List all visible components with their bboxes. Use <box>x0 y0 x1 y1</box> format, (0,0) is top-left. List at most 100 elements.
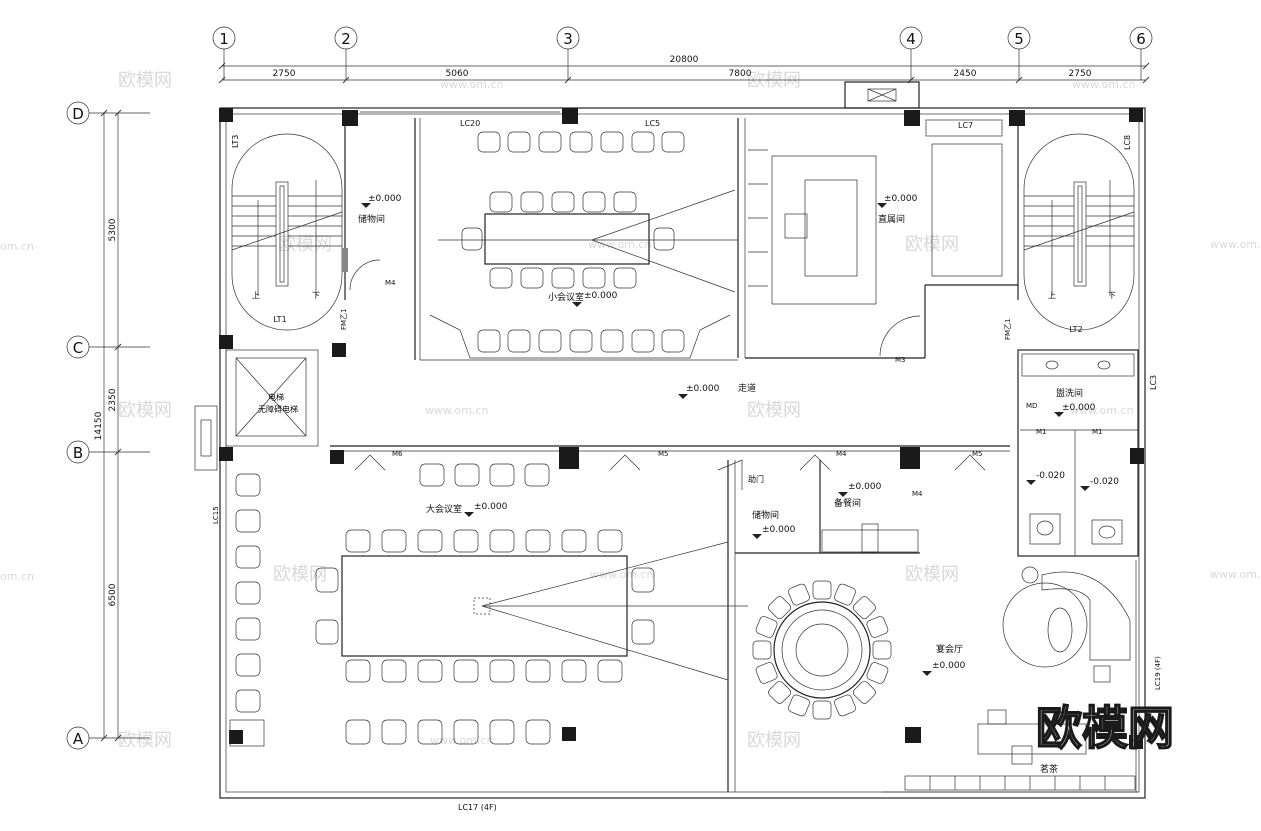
grid-column-4: 4 <box>899 26 923 80</box>
dimension-segment: 5300 <box>108 218 118 241</box>
banquet-chair <box>755 616 778 638</box>
room-name: 储物间 <box>358 213 385 225</box>
banquet-chair <box>852 680 876 704</box>
banquet-chair <box>788 583 810 606</box>
level-mark: ±0.000 <box>884 194 918 204</box>
round-table <box>773 601 871 699</box>
dimension-segment: 6500 <box>108 583 118 606</box>
elevator: 电梯 无障碍电梯 <box>194 357 307 471</box>
door-tag: M4 <box>836 450 847 458</box>
grid-label: A <box>73 730 84 748</box>
office-room: ±0.000 直属间 LC7 M3 <box>748 119 1003 364</box>
watermark-url: www.om.cn <box>440 78 503 91</box>
level-mark: ±0.000 <box>762 525 796 535</box>
watermark-url: www.om.cn <box>1070 404 1133 417</box>
dimension-segment: 2750 <box>1069 69 1092 79</box>
grid-column-1: 1 <box>212 26 236 80</box>
grid-label: 2 <box>341 30 351 48</box>
banquet-hall: 宴会厅 ±0.000 茗茶 LC19 (4F) <box>752 566 1162 791</box>
banquet-chair <box>768 596 792 620</box>
stair-right: 上 下 LT2 LC8 <box>1023 133 1135 334</box>
restroom: 盥洗间 ±0.000 MD M1 M1 -0.020 -0.020 LC3 <box>1021 353 1158 545</box>
grid-column-5: 5 <box>1007 26 1031 80</box>
grid-column-2: 2 <box>334 26 358 80</box>
watermark-url: www.om.cn <box>1072 78 1135 91</box>
corridor: ±0.000 走道 M6 M5 M4 M5 FM乙1 <box>354 318 1012 471</box>
large-meeting-furniture: 大会议室 ±0.000 LC15 LC17 (4F) <box>212 463 748 812</box>
grid-label: 6 <box>1136 30 1146 48</box>
grid-row-b: B <box>66 440 150 464</box>
stair-tag: LT2 <box>1069 325 1082 334</box>
window-tag: LC8 <box>1123 135 1132 150</box>
banquet-chair <box>755 662 778 684</box>
room-name: 茗茶 <box>1040 763 1058 775</box>
dimension-top: 20800 2750 5060 7800 2450 2750 <box>218 55 1150 84</box>
window-tag: LC20 <box>460 119 480 128</box>
watermark-url: www.om.cn <box>1210 568 1261 581</box>
watermark-text: 欧模网 <box>118 730 172 751</box>
grid-row-d: D <box>66 101 150 125</box>
dimension-segment: 2750 <box>273 69 296 79</box>
brand-logo: 欧模网 <box>1036 701 1174 755</box>
stair-down-label: 下 <box>312 291 320 300</box>
door-tag: FM乙1 <box>340 308 348 330</box>
window-tag: LC3 <box>1149 375 1158 390</box>
banquet-chair <box>872 640 892 660</box>
dimension-segment: 5060 <box>446 69 469 79</box>
stair-down-label: 下 <box>1108 291 1116 300</box>
room-name: 备餐间 <box>834 497 861 509</box>
door-tag: M5 <box>658 450 669 458</box>
stair-up-label: 上 <box>252 291 260 300</box>
watermarks: 欧模网 www.om.cn 欧模网 www.om.cn om.cn 欧模网 ww… <box>0 70 1261 751</box>
window-tag: LC15 <box>212 506 220 524</box>
grid-axes: 1 2 3 4 5 6 D <box>66 26 1153 750</box>
banquet-chair <box>834 583 856 606</box>
watermark-url: om.cn <box>0 240 34 253</box>
banquet-chair <box>752 640 772 660</box>
grid-label: 3 <box>563 30 573 48</box>
level-mark: -0.020 <box>1036 471 1065 481</box>
room-name: 直属间 <box>878 213 905 225</box>
dimension-segment: 2350 <box>108 388 118 411</box>
grid-label: 5 <box>1014 30 1024 48</box>
banquet-chair <box>852 596 876 620</box>
level-mark: ±0.000 <box>848 482 882 492</box>
door-tag: M1 <box>1092 428 1103 436</box>
banquet-chair <box>812 700 832 720</box>
window-tag: LC19 (4F) <box>1154 656 1162 690</box>
structural-columns <box>219 108 1144 749</box>
watermark-text: 欧模网 <box>747 730 801 751</box>
room-name: 电梯 <box>268 392 284 402</box>
level-mark: ±0.000 <box>1062 403 1096 413</box>
banquet-chair <box>834 694 856 717</box>
window-tag: LC7 <box>958 121 973 130</box>
level-mark: ±0.000 <box>686 384 720 394</box>
level-mark: ±0.000 <box>368 194 402 204</box>
banquet-chair <box>768 680 792 704</box>
grid-column-3: 3 <box>556 26 580 80</box>
door-tag: M5 <box>972 450 983 458</box>
door-tag: M6 <box>392 450 403 458</box>
door-tag: M1 <box>1036 428 1047 436</box>
dimension-left: 14150 5300 2350 6500 <box>94 109 122 742</box>
walls <box>219 81 1146 799</box>
door-tag: FM乙1 <box>1004 318 1012 340</box>
window-tag: LC17 (4F) <box>458 803 497 812</box>
door-tag: M3 <box>895 356 906 364</box>
dimension-total: 14150 <box>94 411 104 440</box>
dimension-segment: 7800 <box>729 69 752 79</box>
door-tag: M4 <box>385 279 396 287</box>
window-tag: LC5 <box>645 119 660 128</box>
level-mark: ±0.000 <box>932 661 966 671</box>
grid-label: 4 <box>906 30 916 48</box>
banquet-chair <box>866 662 889 684</box>
watermark-url: www.om.cn <box>425 404 488 417</box>
door-tag: M4 <box>912 490 923 498</box>
watermark-url: www.om.cn <box>1210 238 1261 251</box>
watermark-url: www.om.cn <box>588 238 651 251</box>
stair-up-label: 上 <box>1048 291 1056 300</box>
level-mark: ±0.000 <box>584 291 618 301</box>
room-subtitle: 无障碍电梯 <box>258 404 298 414</box>
room-name: 走道 <box>738 382 756 394</box>
